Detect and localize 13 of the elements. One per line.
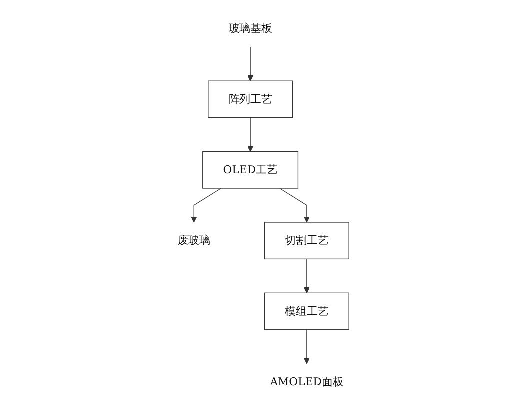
node-box: 阵列工艺	[208, 80, 293, 118]
arrow	[190, 188, 222, 223]
arrow	[247, 117, 254, 152]
node-text: 玻璃基板	[228, 22, 272, 35]
node-text: AMOLED面板	[270, 375, 344, 388]
arrow	[304, 258, 310, 294]
node-box: 模组工艺	[264, 292, 350, 330]
node-box: 切割工艺	[264, 222, 350, 260]
arrow	[247, 46, 254, 82]
node-text: 废玻璃	[178, 234, 210, 247]
arrow	[279, 188, 310, 223]
arrow	[304, 330, 310, 364]
node-box: OLED工艺	[202, 151, 298, 189]
